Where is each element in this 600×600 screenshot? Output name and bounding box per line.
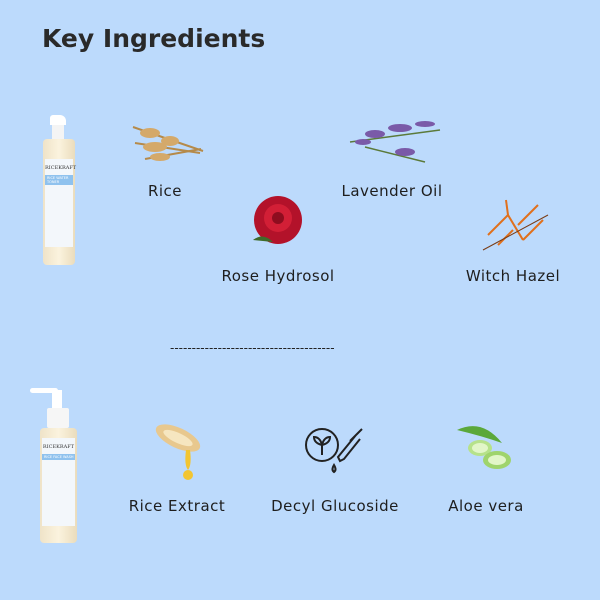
brand-logo: RICEKRAFT	[45, 165, 77, 171]
lavender-icon	[349, 121, 441, 163]
section-divider: --------------------------------------	[170, 341, 335, 355]
rice-extract-icon	[155, 424, 201, 480]
pump-nozzle	[30, 388, 58, 393]
witch-hazel-icon	[482, 199, 549, 251]
product-name: RICE FACE WASH	[42, 454, 75, 460]
bottle-label: RICEKRAFT RICE FACE WASH	[42, 438, 75, 526]
bottle-body: RICEKRAFT RICE FACE WASH	[40, 428, 77, 543]
bottle-label: RICEKRAFT RICE WATER TONER	[45, 159, 77, 247]
aloe-vera-icon	[457, 426, 511, 469]
ingredient-lavender-oil: Lavender Oil	[341, 182, 443, 200]
ingredient-decyl-glucoside: Decyl Glucoside	[271, 497, 399, 515]
bottle-neck	[52, 125, 64, 139]
ingredient-rice: Rice	[147, 182, 183, 200]
product-name: RICE WATER TONER	[45, 175, 73, 185]
pump-stem	[52, 390, 62, 410]
page-title: Key Ingredients	[42, 24, 266, 53]
ingredient-rose-hydrosol: Rose Hydrosol	[221, 267, 335, 285]
ingredient-witch-hazel: Witch Hazel	[465, 267, 561, 285]
ingredient-aloe-vera: Aloe vera	[448, 497, 524, 515]
pump-collar	[47, 408, 69, 428]
bottle-body: RICEKRAFT RICE WATER TONER	[43, 139, 77, 265]
rose-icon	[253, 196, 302, 244]
spray-nozzle	[50, 115, 66, 125]
rice-grain-icon	[132, 126, 204, 161]
ingredient-rice-extract: Rice Extract	[128, 497, 226, 515]
plant-dropper-icon	[305, 428, 363, 474]
brand-logo: RICEKRAFT	[42, 444, 75, 450]
